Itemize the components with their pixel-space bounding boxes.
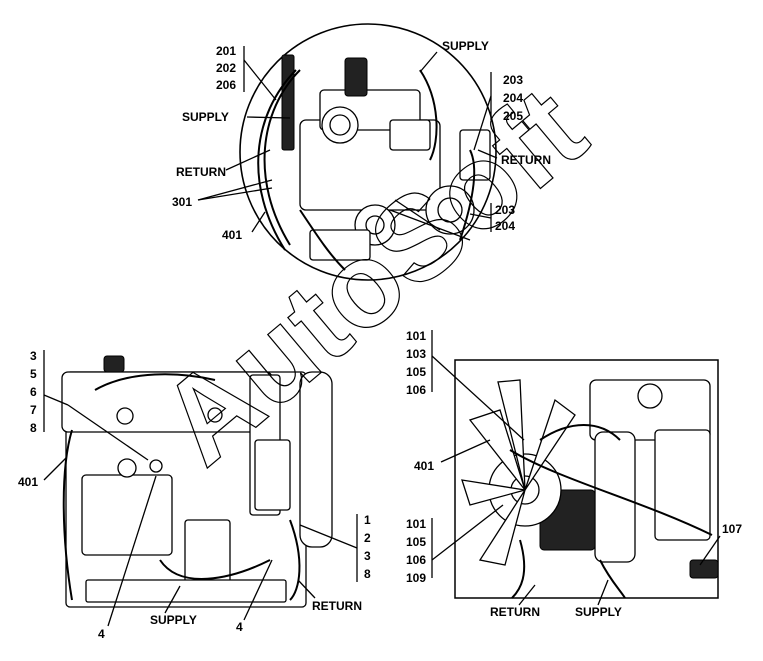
callout-105: 105 [406,365,426,379]
callout-401-right: 401 [414,459,434,473]
callout-101b: 101 [406,517,426,531]
callout-6: 6 [30,385,37,399]
callout-106: 106 [406,383,426,397]
supply-label-top-left: SUPPLY [182,110,229,124]
callout-401-top: 401 [222,228,242,242]
callout-106b: 106 [406,553,426,567]
top-engine-detail-view [239,23,497,281]
left-label-group-3-8: 3 5 6 7 8 [30,349,37,435]
return-label-right: RETURN [490,605,540,619]
right-callout-leaders [431,330,721,606]
callout-105b: 105 [406,535,426,549]
callout-204b: 204 [495,219,515,233]
callout-301: 301 [172,195,192,209]
return-label-top-right: RETURN [501,153,551,167]
top-label-group-203-204: 203 204 [495,203,515,233]
callout-202: 202 [216,61,236,75]
callout-103: 103 [406,347,426,361]
right-label-group-101-109: 101 105 106 109 [406,517,426,585]
top-label-group-203-205: 203 204 205 [503,73,523,123]
right-engine-detail-view [454,359,719,599]
left-callout-leaders [43,350,358,627]
callout-401-left: 401 [18,475,38,489]
callout-107: 107 [722,522,742,536]
callout-8: 8 [30,421,37,435]
supply-label-left: SUPPLY [150,613,197,627]
return-label-top-left: RETURN [176,165,226,179]
top-callout-leaders [197,46,498,233]
callout-203b: 203 [495,203,515,217]
callout-101: 101 [406,329,426,343]
callout-201: 201 [216,44,236,58]
callout-4b: 4 [236,620,243,634]
callout-5: 5 [30,367,37,381]
supply-label-right: SUPPLY [575,605,622,619]
callout-7: 7 [30,403,37,417]
callout-8b: 8 [364,567,371,581]
callout-204: 204 [503,91,523,105]
callout-3: 3 [30,349,37,363]
callout-205: 205 [503,109,523,123]
return-label-left: RETURN [312,599,362,613]
callout-3b: 3 [364,549,371,563]
supply-label-top: SUPPLY [442,39,489,53]
right-label-group-101-106: 101 103 105 106 [406,329,426,397]
callout-2: 2 [364,531,371,545]
callout-206: 206 [216,78,236,92]
top-label-group-201-206: 201 202 206 [216,44,236,92]
left-label-group-1-8: 1 2 3 8 [364,513,371,581]
callout-109: 109 [406,571,426,585]
callout-203: 203 [503,73,523,87]
callout-4a: 4 [98,627,105,641]
callout-1: 1 [364,513,371,527]
